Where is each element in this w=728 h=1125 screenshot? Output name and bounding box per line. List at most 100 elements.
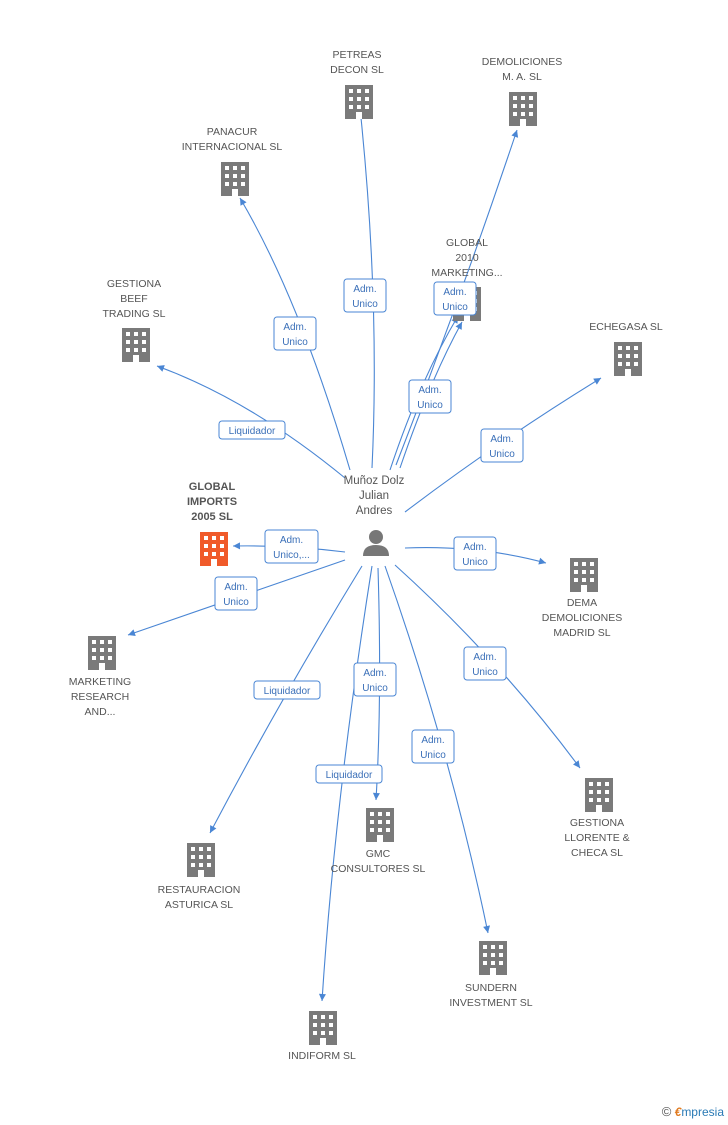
company-name-line: DEMOLICIONES <box>482 56 563 68</box>
relation-label-line: Adm. <box>280 535 303 546</box>
person-icon <box>363 530 389 556</box>
relation-label-echegasa[interactable]: Adm.Unico <box>480 428 524 463</box>
relation-label-line: Adm. <box>418 385 441 396</box>
relation-label-petreas[interactable]: Adm.Unico <box>343 278 387 313</box>
company-name-line: 2010 <box>455 252 479 264</box>
relation-label-line: Unico <box>417 400 443 411</box>
company-name-line: IMPORTS <box>187 496 237 508</box>
relation-label-global-imports[interactable]: Adm.Unico,... <box>264 529 319 564</box>
edge-arrow-gestiona-beef <box>157 365 165 372</box>
company-node-dema[interactable]: DEMA DEMOLICIONES MADRID SL <box>542 558 623 639</box>
relation-label-box <box>214 576 258 611</box>
relation-label-box <box>480 428 524 463</box>
relation-labels-layer: Adm.UnicoAdm.UnicoAdm.UnicoAdm.UnicoLiqu… <box>214 278 524 784</box>
company-name-line: SUNDERN <box>465 982 517 994</box>
relation-label-global-2010[interactable]: Adm.Unico <box>433 281 477 316</box>
edge-arrow-dema <box>538 557 546 565</box>
edge-indiform <box>321 565 373 1002</box>
relation-label-line: Unico <box>472 667 498 678</box>
company-node-global-2010[interactable]: GLOBAL 2010MARKETING... <box>431 237 503 321</box>
relation-label-line: Adm. <box>443 287 466 298</box>
relation-label-marketing-research[interactable]: Adm. Unico <box>214 576 258 611</box>
brand-logo-e: € <box>674 1105 682 1119</box>
relation-label-line: Unico <box>352 299 378 310</box>
relation-label-line: Unico <box>282 337 308 348</box>
company-name-line: DEMOLICIONES <box>542 612 623 624</box>
relation-label-sundern[interactable]: Adm.Unico <box>411 729 455 764</box>
building-icon <box>309 1011 337 1045</box>
company-name-line: CHECA SL <box>571 847 623 859</box>
building-icon <box>479 941 507 975</box>
edge-arrow-gestiona-llorente <box>573 760 580 768</box>
relation-label-line: Unico <box>223 597 249 608</box>
company-name-line: AND... <box>85 706 116 718</box>
relation-label-box <box>273 316 317 351</box>
company-name-line: PETREAS <box>332 49 381 61</box>
company-name-line: DECON SL <box>330 64 384 76</box>
relation-label-gestiona-beef[interactable]: Liquidador <box>218 420 286 440</box>
building-icon <box>585 778 613 812</box>
company-name-line: RESTAURACION <box>158 884 241 896</box>
edge-gestiona-beef <box>156 365 346 479</box>
footer-brand[interactable]: © €mpresia <box>662 1104 724 1119</box>
company-name-line: CONSULTORES SL <box>331 863 426 875</box>
company-name-line: MARKETING... <box>431 267 502 279</box>
relation-label-line: Unico <box>489 449 515 460</box>
brand-logo-text: mpresia <box>681 1105 724 1119</box>
relation-label-line: Unico <box>420 750 446 761</box>
relation-label-line: Adm. <box>283 322 306 333</box>
building-icon <box>187 843 215 877</box>
relation-label-line: Liquidador <box>264 686 311 697</box>
relation-label-line: Adm. <box>463 542 486 553</box>
relation-label-panacur[interactable]: Adm. Unico <box>273 316 317 351</box>
company-name-line: M. A. SL <box>502 71 542 83</box>
edge-arrow-gmc <box>372 792 380 800</box>
relation-label-restauracion[interactable]: Liquidador <box>253 680 321 700</box>
company-node-demoliciones-ma[interactable]: DEMOLICIONES M. A. SL <box>482 56 563 126</box>
building-icon <box>614 342 642 376</box>
relation-label-line: Unico <box>462 557 488 568</box>
company-name-line: 2005 SL <box>191 511 233 523</box>
building-icon <box>570 558 598 592</box>
relation-label-gmc[interactable]: Adm.Unico <box>353 662 397 697</box>
relation-label-global-2010-b[interactable]: Adm. Unico <box>408 379 452 414</box>
company-name-line: DEMA <box>567 597 597 609</box>
relation-label-gestiona-llorente[interactable]: Adm. Unico <box>463 646 507 681</box>
building-icon <box>366 808 394 842</box>
relation-label-line: Adm. <box>473 652 496 663</box>
relation-label-line: Liquidador <box>326 770 373 781</box>
building-icon <box>509 92 537 126</box>
relation-label-box <box>408 379 452 414</box>
company-name-line: MARKETING <box>69 676 131 688</box>
company-node-petreas[interactable]: PETREAS DECON SL <box>330 49 384 119</box>
relation-label-box <box>411 729 455 764</box>
relation-label-box <box>343 278 387 313</box>
relation-label-box <box>315 764 383 784</box>
relation-label-dema[interactable]: Adm. Unico <box>453 536 497 571</box>
edge-arrow-restauracion <box>210 825 217 833</box>
center-person[interactable]: Muñoz Dolz Julian Andres <box>344 475 405 556</box>
company-node-indiform[interactable]: INDIFORM SL <box>288 1011 356 1062</box>
edge-arrow-sundern <box>483 925 491 933</box>
relation-label-indiform[interactable]: Liquidador <box>315 764 383 784</box>
company-node-echegasa[interactable]: ECHEGASA SL <box>589 321 663 376</box>
company-node-restauracion[interactable]: RESTAURACION ASTURICA SL <box>158 843 241 911</box>
edge-arrow-demoliciones-ma <box>511 130 519 138</box>
building-icon <box>122 328 150 362</box>
company-name-line: PANACUR <box>207 126 258 138</box>
company-name-line: MADRID SL <box>553 627 610 639</box>
relation-label-box <box>453 536 497 571</box>
relation-label-line: Adm. <box>224 582 247 593</box>
relation-label-line: Adm. <box>363 668 386 679</box>
company-node-marketing-research[interactable]: MARKETINGRESEARCHAND... <box>69 636 131 718</box>
relation-label-box <box>433 281 477 316</box>
company-name-line: ASTURICA SL <box>165 899 233 911</box>
company-name-line: GLOBAL <box>446 237 488 249</box>
